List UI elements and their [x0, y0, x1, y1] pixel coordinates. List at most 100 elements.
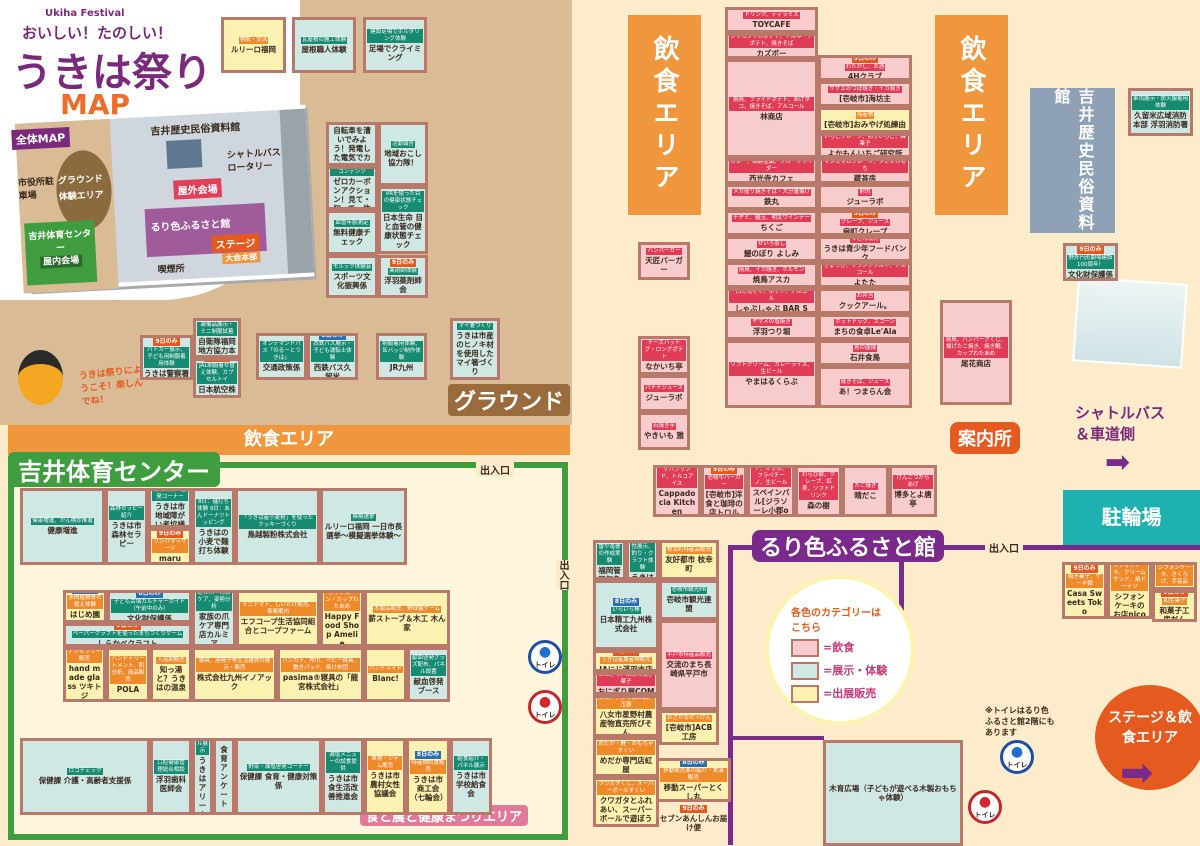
booth[interactable]: 模擬選挙ルリーロ福岡 一日市長選挙～模擬選挙体験～: [320, 488, 407, 565]
booth[interactable]: いちごクレープ、削りいちご、練菓子よかもんいちご研究所: [818, 133, 912, 158]
booth[interactable]: 石焼き芋やきいも 雅: [638, 412, 690, 450]
booth[interactable]: めだか・鯉・おもちゃすくいめだか専門店虹屋: [593, 737, 659, 777]
booth[interactable]: 野菜、手作り加工品、玉露八女市星野村農産物直売所びそん: [593, 695, 659, 737]
booth[interactable]: 焼鳥、イカ焼き、ホルモン焼鳥アスカ: [725, 262, 818, 288]
booth[interactable]: 平戸市特産品販売交流のまち長崎県平戸市: [659, 620, 719, 710]
booth[interactable]: 8日のみ子ども古墳カルチャーガイド（午前中のみ）文化財保護係: [107, 590, 192, 623]
booth[interactable]: ハンバーガー天匠バーガー: [638, 242, 690, 280]
booth[interactable]: せいろ蒸し鰻のぼり よしみ: [725, 236, 818, 262]
booth[interactable]: 活動報告地域おこし協力隊！: [378, 122, 428, 186]
booth[interactable]: 9日のみ和生菓子和菓子工房だん: [1152, 590, 1197, 622]
booth[interactable]: 瓦屋根の施工体験屋根職人体験: [292, 17, 356, 73]
booth[interactable]: 建設足場でボルダリング体験足場でクライミング: [363, 17, 427, 73]
booth[interactable]: ぎょうざ、フランクフルト、アルコールよたた: [818, 262, 912, 288]
booth[interactable]: 減塩メニューの試食提供うきは市食生活改善推進会: [322, 738, 364, 815]
booth[interactable]: 9日のみパトカー展示、子ども用制服着用体験うきは警察署: [140, 335, 193, 380]
booth[interactable]: 車両展示・防火服着用体験久留米広域消防本部 浮羽消防署: [1128, 88, 1193, 136]
booth[interactable]: 8日のみ装備品展示・ミニ制服試着自衛隊福岡地方協力本部: [193, 318, 241, 358]
booth[interactable]: メガ盛り焼きそば・大分唐揚げ鉄丸: [725, 184, 818, 210]
booth[interactable]: 木育広場（子どもが遊べる木製おもちゃ体験）: [823, 740, 963, 846]
booth[interactable]: 8日のみシフォンケーキ、きくらげ、手芸品ルッコラ: [1152, 562, 1197, 590]
booth[interactable]: 鳥の唐揚石井食鳥: [818, 340, 912, 366]
booth[interactable]: ロコチェック保健課 介護・高齢者支援係: [20, 738, 150, 815]
booth[interactable]: げんこつからあげ博多とよ唐亭: [889, 465, 937, 517]
booth[interactable]: ケバブサンド、かき氷、フラペチーノ、生ビールスペインバル[ジラソーレ小郡ogor…: [747, 465, 795, 517]
booth[interactable]: ソフトクリーム、カレーライス、生ビールやまはるくらぶ: [725, 340, 818, 408]
booth[interactable]: 8日のみ療育相談・啓発コーナーうきは市地域障がい者協議会: [148, 488, 192, 528]
booth[interactable]: 野菜・減塩啓発コーナー保健課 食育・健康対策係: [235, 738, 322, 815]
booth[interactable]: モルック体験会スポーツ文化振興係: [326, 255, 378, 298]
booth[interactable]: バナナジュースジューラボ: [638, 375, 690, 412]
booth[interactable]: 血管年齢測定無料健康チェック: [326, 210, 378, 255]
booth[interactable]: 脱炭素ポスター等展示、体験型コンテンツゼロカーボンアクション！見て・知って・体験…: [326, 166, 378, 210]
booth[interactable]: シフォンケーキ、クリームサンド、焼ドーナツシフォンケーキのお店nico: [1107, 562, 1152, 619]
booth[interactable]: 枝幸町特産品販売友好都市 枝幸町: [659, 540, 719, 580]
booth[interactable]: 焼鳥、ハンバーグくじ、揚げたこ焼き、焼き鯛、カップわたあめ尾花商店: [940, 300, 1012, 405]
booth[interactable]: 献血啓発グッズ配布、パネル設置献血啓発ブース: [407, 647, 450, 702]
booth[interactable]: 焼きそば、ジュースあ！つまらん会: [818, 366, 912, 408]
booth[interactable]: サザエのつぼ焼き・イカ焼き[壱岐市]海坊主: [818, 81, 912, 107]
booth[interactable]: 口腔健康管理総合相談浮羽歯科医師会: [150, 738, 192, 815]
booth[interactable]: マシュマロクレープ、タピオカもち蔵茶房: [818, 158, 912, 184]
booth[interactable]: 射的ジューラボ: [818, 184, 912, 210]
booth[interactable]: 8日のみ移動販売車の紹介・実演販売移動スーパーとくし丸: [656, 758, 731, 802]
booth[interactable]: たこ焼き晴だこ: [842, 465, 889, 517]
booth[interactable]: 食育アンケート: [213, 738, 235, 815]
booth[interactable]: 一口とんそく、ポテト、アルコールしゃぶしゃぶ BAR S: [725, 288, 818, 314]
booth[interactable]: 9日のみ薬剤師体験浮羽薬剤師会: [378, 255, 428, 298]
booth[interactable]: 9日のみ雷や竜巻の作成実験福岡管区気象台: [593, 540, 626, 580]
booth[interactable]: 果物・ジャム販売うきは市農村女性協議会: [364, 738, 406, 815]
booth[interactable]: 9日のみ野外円形劇場建設100周年！文化財保護係: [1063, 243, 1118, 281]
booth[interactable]: 8日のみ特産物試食販売うきは市商工会（七輪会）: [406, 738, 450, 815]
booth[interactable]: ヤマメの塩焼き浮羽つり堀: [725, 314, 818, 340]
booth[interactable]: 海産物[壱岐市]おみやげ処練由: [818, 107, 912, 133]
booth[interactable]: 8日のみいらいら棒日本精工九州株式会社: [593, 580, 659, 650]
booth[interactable]: 8日のみ西鉄バス展示・子ども運転士体験西鉄バス久留米: [307, 333, 358, 380]
booth[interactable]: 9日のみ壱岐牛バーガー[壱岐市]洋食と珈琲の店トロル: [701, 465, 747, 517]
booth[interactable]: ホットドッグ、スコーンまちの食卓Le'Ala: [818, 314, 912, 340]
booth[interactable]: わらび餅、クレープ、紅茶、ソフトドリンク森の樹: [795, 465, 842, 517]
booth[interactable]: 足の爪・角質ケア、姿勢分析家族の爪ケア専門店カルミア: [192, 590, 236, 647]
booth[interactable]: チヂミ、麺玉、明太ウインナーちくご: [725, 210, 818, 236]
booth[interactable]: 9日のみおにぎり、米粉の焼き菓子おにぎり屋COMECO: [593, 672, 659, 695]
booth[interactable]: うどん販売うきは青少年フードバンク: [818, 236, 912, 262]
booth[interactable]: クワガタくじ、スーパーボールすくいクワガタとふれあい、スーパーボールで遊ぼう: [593, 777, 659, 827]
booth[interactable]: マイ箸づくりうきは市産のヒノキ材を使用したマイ箸づくり: [450, 318, 500, 380]
booth[interactable]: 「うきは産小麦粉」を使ったクッキーづくり鳥越製粉株式会社: [235, 488, 320, 565]
booth[interactable]: 木製品販売、野球盤ゲーム薪ストーブ＆木工 木ん家: [364, 590, 450, 647]
booth[interactable]: 焼鳥、フライドポテト、あげタコ、焼きそば、アルコール林商店: [725, 59, 818, 158]
booth[interactable]: 給食紹介・パネル展示うきは市学校給食会: [450, 738, 492, 815]
booth[interactable]: オンデマンドバス「のるーとうきは」交通政策係: [256, 333, 307, 380]
booth[interactable]: 8日のみ多肉植物寄せ植え体験はじめ園芸: [63, 590, 107, 623]
booth[interactable]: カレー、胡麻豆腐、フルーツサイダー西光寺カフェ: [725, 158, 818, 184]
booth[interactable]: お弁当クックアール。: [818, 288, 912, 314]
booth[interactable]: 8日のみ生物多様性展示、釣り・クラフト体験うきは市水環境課: [626, 540, 659, 580]
booth[interactable]: パネル展示うきはアリーナ: [192, 738, 213, 815]
booth[interactable]: 健康増進、がん検診推進健康増進: [20, 488, 105, 565]
booth[interactable]: 9日のみペーパークラフトを使ったまちづくりゲームしらかべクラフト: [63, 623, 192, 647]
booth[interactable]: 寝具、座椅子等生活雑貨の展示・販売株式会社九州イノアック: [192, 647, 277, 702]
booth[interactable]: 入浴剤販売知っ湯と？うきはの温泉: [150, 647, 192, 702]
booth[interactable]: 森林セラピー紹介うきは市森林セラピー: [105, 488, 148, 565]
booth[interactable]: シャカシャカポテト、トルネードポテト、焼きそばカズボー: [725, 33, 818, 59]
booth[interactable]: おさかなせっけん[壱岐市]ACB工房: [659, 710, 719, 745]
booth[interactable]: チーズハットグ・ロングポテトなかいち亭: [638, 336, 690, 375]
booth[interactable]: 8日：麺打ち体験 9日：あんドーナツトッピングうきはの小麦で麺打ち体験: [192, 488, 235, 565]
booth[interactable]: VRを使った目の健康状態チェック日本生命 目と血管の健康状態チェック: [378, 186, 428, 254]
booth[interactable]: 9日のみクレープ、ジュース扇町クレープ: [818, 210, 912, 236]
booth[interactable]: 9日のみセブンあんしんお届け便: [656, 802, 731, 834]
booth[interactable]: 物販・交流ルリーロ福岡: [221, 17, 286, 73]
